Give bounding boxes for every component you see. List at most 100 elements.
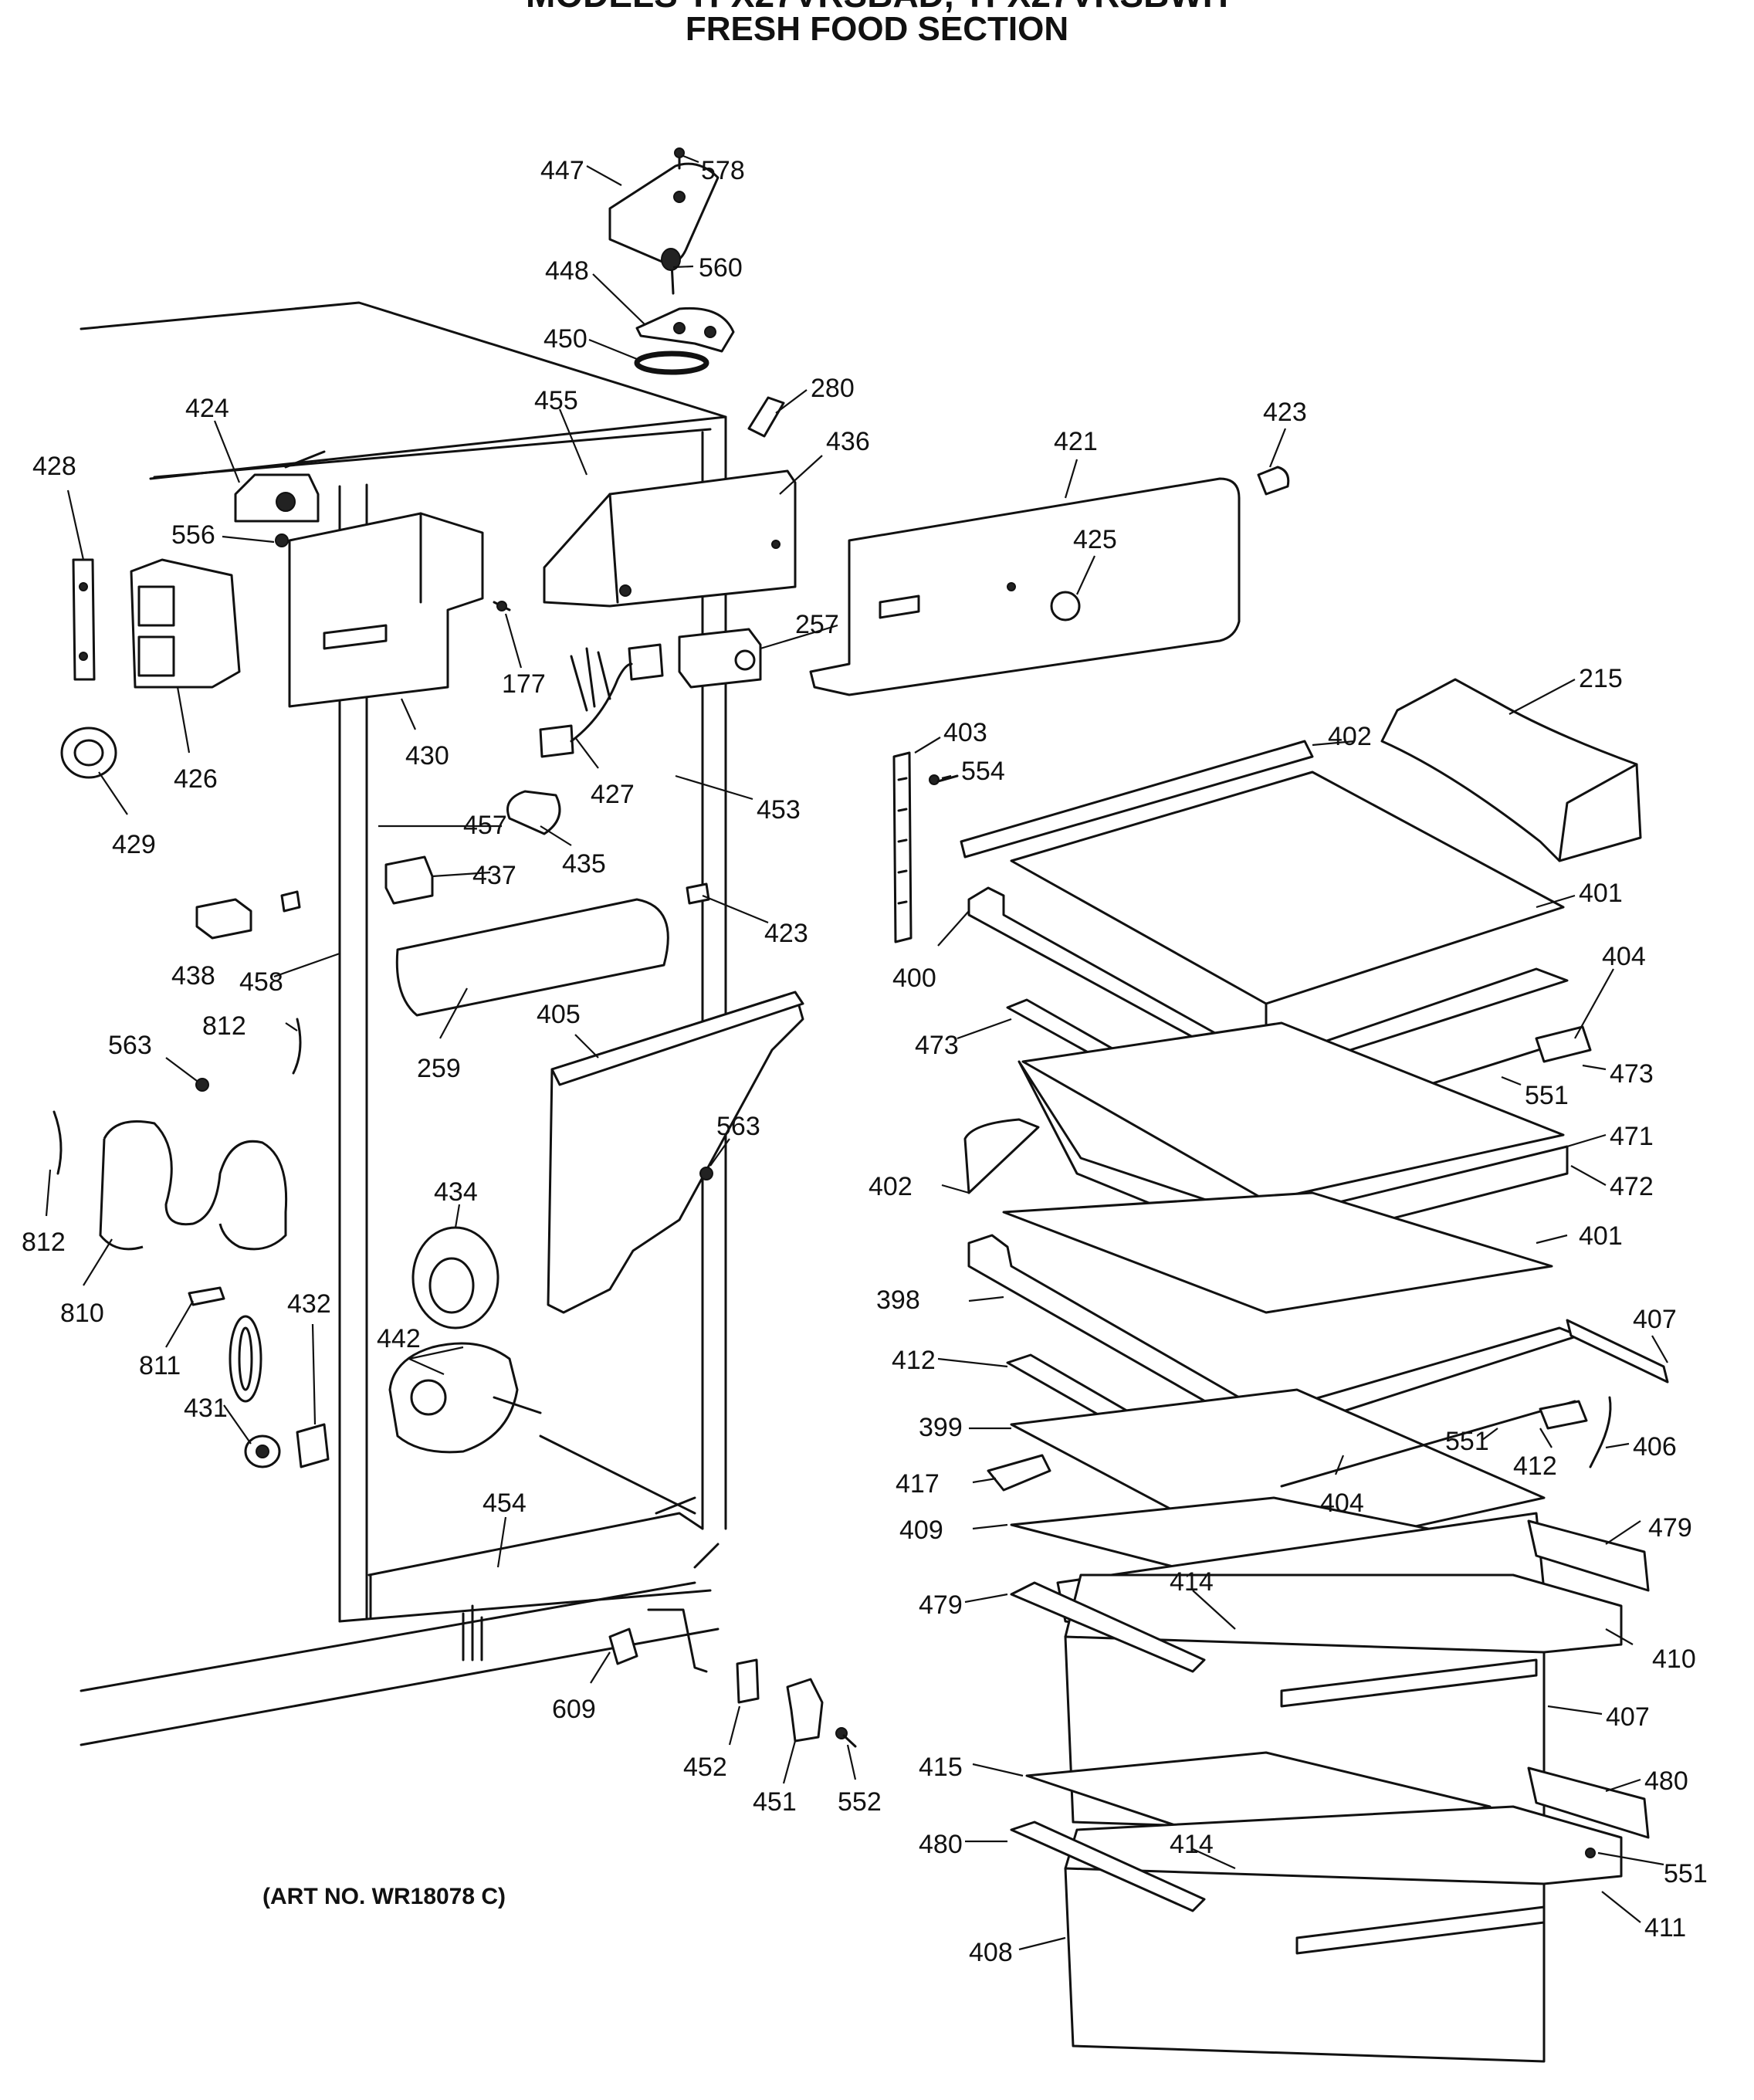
callout-423b: 423 xyxy=(764,919,808,948)
callout-812a: 812 xyxy=(202,1011,246,1041)
shelf-assembly-top-400-401-402 xyxy=(960,740,1592,1133)
callout-406: 406 xyxy=(1633,1432,1677,1462)
callout-408: 408 xyxy=(969,1938,1013,1967)
callout-812b: 812 xyxy=(22,1228,66,1257)
shim-450 xyxy=(634,351,709,375)
callout-451: 451 xyxy=(753,1787,797,1817)
grommet-432 xyxy=(296,1423,330,1468)
callout-437: 437 xyxy=(472,861,516,890)
callout-447: 447 xyxy=(540,156,584,185)
callout-563a: 563 xyxy=(108,1031,152,1060)
callout-411: 411 xyxy=(1644,1913,1686,1942)
callout-414a: 414 xyxy=(1170,1567,1214,1597)
knob-423 xyxy=(1257,466,1290,496)
top-hinge-448 xyxy=(635,307,735,353)
callout-labels: 447 578 448 560 450 280 424 455 436 421 … xyxy=(22,156,1708,1967)
callout-414b: 414 xyxy=(1170,1830,1214,1859)
callout-479b: 479 xyxy=(919,1590,963,1620)
callout-471: 471 xyxy=(1610,1122,1654,1151)
clip-437 xyxy=(384,855,434,905)
callout-438: 438 xyxy=(171,961,215,991)
callout-257: 257 xyxy=(795,610,839,639)
callout-560: 560 xyxy=(699,253,743,283)
hinge-screw-560-icon xyxy=(661,248,681,295)
screw-578-icon xyxy=(674,147,685,170)
screw-554-icon xyxy=(929,774,959,785)
callout-552: 552 xyxy=(838,1787,882,1817)
leader-lines xyxy=(45,154,1668,1951)
callout-551a: 551 xyxy=(1525,1081,1569,1110)
light-shield-259 xyxy=(395,898,669,1017)
callout-556: 556 xyxy=(171,520,215,550)
callout-425: 425 xyxy=(1073,525,1117,554)
callout-405: 405 xyxy=(537,1000,581,1029)
callout-435: 435 xyxy=(562,849,606,879)
thermostat-424 xyxy=(234,450,326,523)
screw-177-icon xyxy=(493,601,511,611)
diagram-heading: MODELS TFX27VRSBAD, TFX27VRSBWH FRESH FO… xyxy=(0,0,1754,46)
callout-402a: 402 xyxy=(1328,722,1372,751)
callout-811: 811 xyxy=(139,1351,181,1380)
callout-426: 426 xyxy=(174,764,218,794)
tube-812 xyxy=(52,1018,302,1175)
callout-424: 424 xyxy=(185,394,229,423)
clip-811 xyxy=(188,1286,225,1306)
socket-431b xyxy=(244,1434,281,1468)
callout-432: 432 xyxy=(287,1289,331,1319)
control-panel-421 xyxy=(809,477,1241,696)
cabinet-outline xyxy=(80,301,727,1746)
callout-401a: 401 xyxy=(1579,879,1623,908)
callout-402b: 402 xyxy=(869,1172,913,1201)
air-duct-455-436 xyxy=(543,469,797,608)
callout-417: 417 xyxy=(896,1469,940,1499)
callout-403: 403 xyxy=(943,718,987,747)
callout-473b: 473 xyxy=(1610,1059,1654,1089)
door-bin-215 xyxy=(1380,678,1642,862)
callout-452: 452 xyxy=(683,1753,727,1782)
callout-448: 448 xyxy=(545,256,589,286)
callout-442: 442 xyxy=(377,1324,421,1353)
bulb-431 xyxy=(229,1315,262,1403)
callout-480a: 480 xyxy=(1644,1766,1688,1796)
callout-458: 458 xyxy=(239,967,283,997)
screw-556-icon xyxy=(275,533,289,547)
harness-427 xyxy=(539,643,664,758)
callout-280: 280 xyxy=(811,374,855,403)
callout-434: 434 xyxy=(434,1177,478,1207)
lower-parts-609-452-451-552 xyxy=(608,1628,857,1748)
callout-423a: 423 xyxy=(1263,398,1307,427)
shelf-assembly-low-398-399-404-412 xyxy=(967,1191,1588,1561)
screw-563-icon xyxy=(195,1078,209,1092)
callout-412b: 412 xyxy=(1513,1451,1557,1481)
callout-450: 450 xyxy=(543,324,587,354)
shelf-ladder-403 xyxy=(892,751,913,943)
heater-810 xyxy=(99,1120,288,1251)
callout-421: 421 xyxy=(1054,427,1098,456)
callout-412a: 412 xyxy=(892,1346,936,1375)
callout-407b: 407 xyxy=(1606,1702,1650,1732)
callout-457: 457 xyxy=(463,811,507,840)
callout-472: 472 xyxy=(1610,1172,1654,1201)
callout-551c: 551 xyxy=(1664,1859,1708,1888)
duct-405 xyxy=(547,991,804,1314)
callout-578: 578 xyxy=(701,156,745,185)
callout-215: 215 xyxy=(1579,664,1623,693)
callout-428: 428 xyxy=(32,452,76,481)
callout-554: 554 xyxy=(961,757,1005,786)
callout-563b: 563 xyxy=(716,1112,760,1141)
callout-410: 410 xyxy=(1652,1644,1696,1674)
crisper-drawer-lower-411-408-414 xyxy=(1010,1751,1650,2063)
knob-425 xyxy=(1050,591,1081,622)
callout-454: 454 xyxy=(483,1489,527,1518)
callout-407a: 407 xyxy=(1633,1305,1677,1334)
fan-442 xyxy=(388,1342,542,1454)
callout-177: 177 xyxy=(502,669,546,699)
crisper-drawer-upper-410-407-414 xyxy=(1010,1512,1650,1839)
callout-551b: 551 xyxy=(1445,1427,1489,1456)
callout-455: 455 xyxy=(534,386,578,415)
section-title: FRESH FOOD SECTION xyxy=(685,10,1069,48)
light-socket-429 xyxy=(60,727,117,779)
callout-609: 609 xyxy=(552,1695,596,1724)
callout-429: 429 xyxy=(112,830,156,859)
